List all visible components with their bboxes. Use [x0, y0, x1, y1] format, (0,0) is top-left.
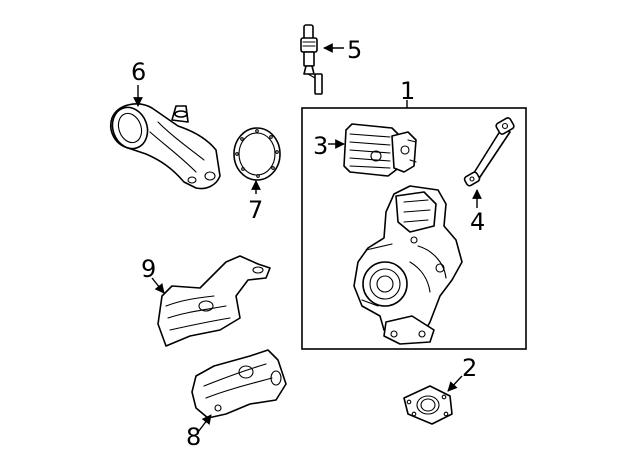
part-1-turbocharger	[353, 185, 463, 345]
callout-4: 4	[470, 208, 485, 236]
part-6-intake-pipe	[110, 103, 221, 190]
part-8-lower-shield	[191, 349, 287, 419]
callout-2: 2	[462, 354, 477, 382]
callout-9: 9	[141, 255, 156, 283]
callout-8: 8	[186, 423, 201, 451]
callout-1: 1	[400, 77, 415, 105]
callout-7: 7	[248, 196, 263, 224]
part-3-actuator	[343, 123, 417, 177]
part-4-link-rod	[463, 117, 515, 187]
callout-6: 6	[131, 58, 146, 86]
assembly-frame	[301, 107, 527, 350]
part-2-flange-gasket	[403, 385, 453, 425]
leader-8	[197, 414, 212, 433]
leader-2	[447, 375, 463, 392]
callout-5: 5	[347, 36, 362, 64]
part-9-heat-shield	[157, 255, 271, 347]
callout-3: 3	[313, 132, 328, 160]
part-5-sensor	[300, 24, 323, 95]
leader-9	[151, 277, 165, 294]
part-7-gasket	[233, 127, 281, 181]
